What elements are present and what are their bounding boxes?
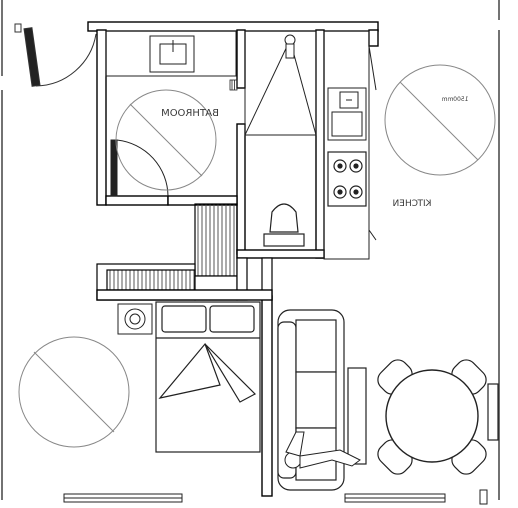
washbasin bbox=[105, 30, 237, 77]
side-table bbox=[347, 367, 367, 465]
heater-grill bbox=[229, 79, 238, 91]
cooktop bbox=[327, 151, 367, 207]
seated-person bbox=[284, 431, 361, 469]
bathroom-door bbox=[110, 139, 169, 197]
toilet bbox=[263, 203, 305, 247]
washing-machine bbox=[117, 303, 153, 335]
kitchen-counter bbox=[323, 30, 377, 260]
dining-table bbox=[385, 369, 479, 463]
turning-circle-label: 1500mm bbox=[441, 96, 468, 103]
entry-door bbox=[14, 23, 97, 87]
shower bbox=[244, 30, 317, 136]
bathroom-walls bbox=[87, 21, 379, 259]
bottom-windows bbox=[63, 489, 488, 505]
turning-circles bbox=[18, 64, 496, 448]
kitchen-label: KITCHEN bbox=[393, 199, 432, 209]
room-labels: BATHROOM KITCHEN 1500mm bbox=[161, 96, 468, 209]
outer-walls bbox=[1, 0, 500, 500]
sink bbox=[327, 87, 367, 141]
bathroom-label: BATHROOM bbox=[161, 108, 219, 119]
double-bed bbox=[155, 301, 261, 453]
bedroom-wall bbox=[96, 289, 273, 497]
